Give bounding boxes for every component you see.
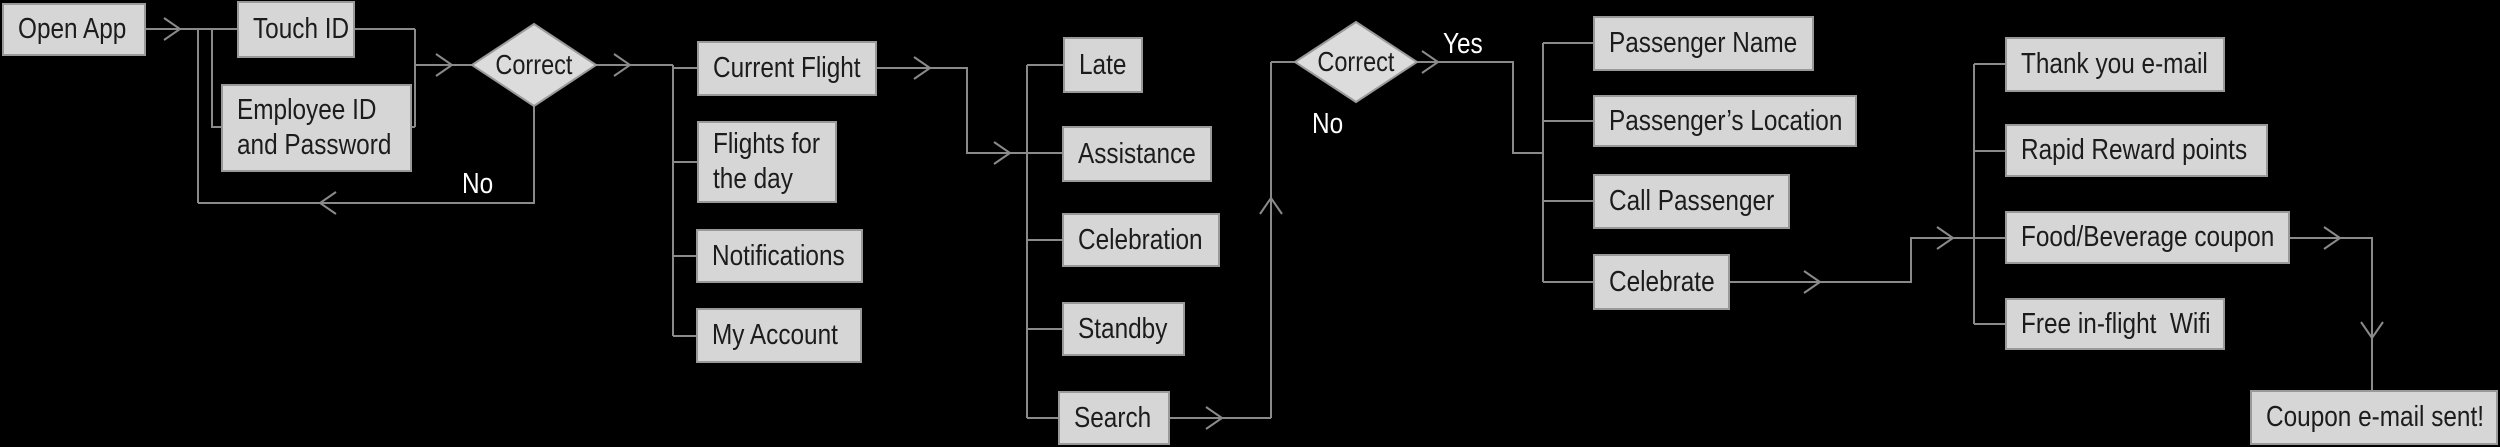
node-flights-for-the-day: Flights for the day (697, 121, 837, 203)
decision-passenger-correct-shape (1293, 20, 1419, 104)
edge-openapp-employee (211, 29, 221, 128)
decision-auth-correct-label: Correct (495, 49, 573, 80)
arrow-right-icon (1205, 406, 1224, 430)
node-touch-id: Touch ID (237, 1, 355, 58)
arrow-right-icon (1421, 50, 1440, 74)
node-my-account: My Account (696, 308, 862, 363)
node-late: Late (1063, 37, 1143, 93)
arrow-up-icon (1259, 196, 1283, 215)
arrow-right-icon (913, 56, 932, 80)
node-thank-you-email: Thank you e-mail (2005, 37, 2225, 92)
node-rapid-reward-points: Rapid Reward points (2005, 124, 2268, 177)
node-passenger-location: Passenger’s Location (1593, 95, 1857, 147)
node-passenger-name: Passenger Name (1593, 16, 1814, 71)
edge-auth-no-loop (198, 106, 535, 204)
arrow-right-icon (613, 53, 632, 77)
node-open-app: Open App (2, 3, 146, 56)
arrow-right-icon (435, 53, 454, 77)
edge-label-passenger-yes: Yes (1443, 28, 1483, 60)
edge-label-auth-no: No (462, 168, 494, 200)
arrow-right-icon (1936, 226, 1955, 250)
node-employee-id-password: Employee ID and Password (221, 84, 412, 172)
arrow-down-icon (2360, 321, 2384, 340)
edge-currentflight-out (877, 67, 1027, 154)
arrow-left-icon (318, 191, 337, 215)
arrow-right-icon (993, 141, 1012, 165)
node-free-inflight-wifi: Free in-flight Wifi (2005, 298, 2225, 350)
node-call-passenger: Call Passenger (1593, 174, 1790, 229)
edge-diamond2-yes (1417, 61, 1543, 154)
edge-label-passenger-no: No (1312, 108, 1344, 140)
node-coupon-email-sent: Coupon e-mail sent! (2250, 390, 2498, 445)
edge-coupon-out (2290, 237, 2373, 390)
node-celebration: Celebration (1062, 213, 1220, 267)
node-food-beverage-coupon: Food/Beverage coupon (2005, 211, 2290, 264)
node-current-flight: Current Flight (697, 41, 877, 96)
node-notifications: Notifications (696, 229, 863, 283)
edge-group (146, 17, 2384, 430)
node-celebrate: Celebrate (1593, 254, 1730, 310)
decision-auth-correct-shape (470, 22, 598, 108)
decision-passenger-correct-label: Correct (1317, 46, 1395, 77)
node-assistance: Assistance (1062, 126, 1212, 182)
arrow-right-icon (1803, 270, 1822, 294)
node-standby: Standby (1062, 302, 1185, 356)
arrow-right-icon (163, 17, 182, 41)
arrow-right-icon (2323, 226, 2342, 250)
node-search: Search (1058, 391, 1170, 445)
edge-celebrate-out (1730, 237, 1974, 283)
